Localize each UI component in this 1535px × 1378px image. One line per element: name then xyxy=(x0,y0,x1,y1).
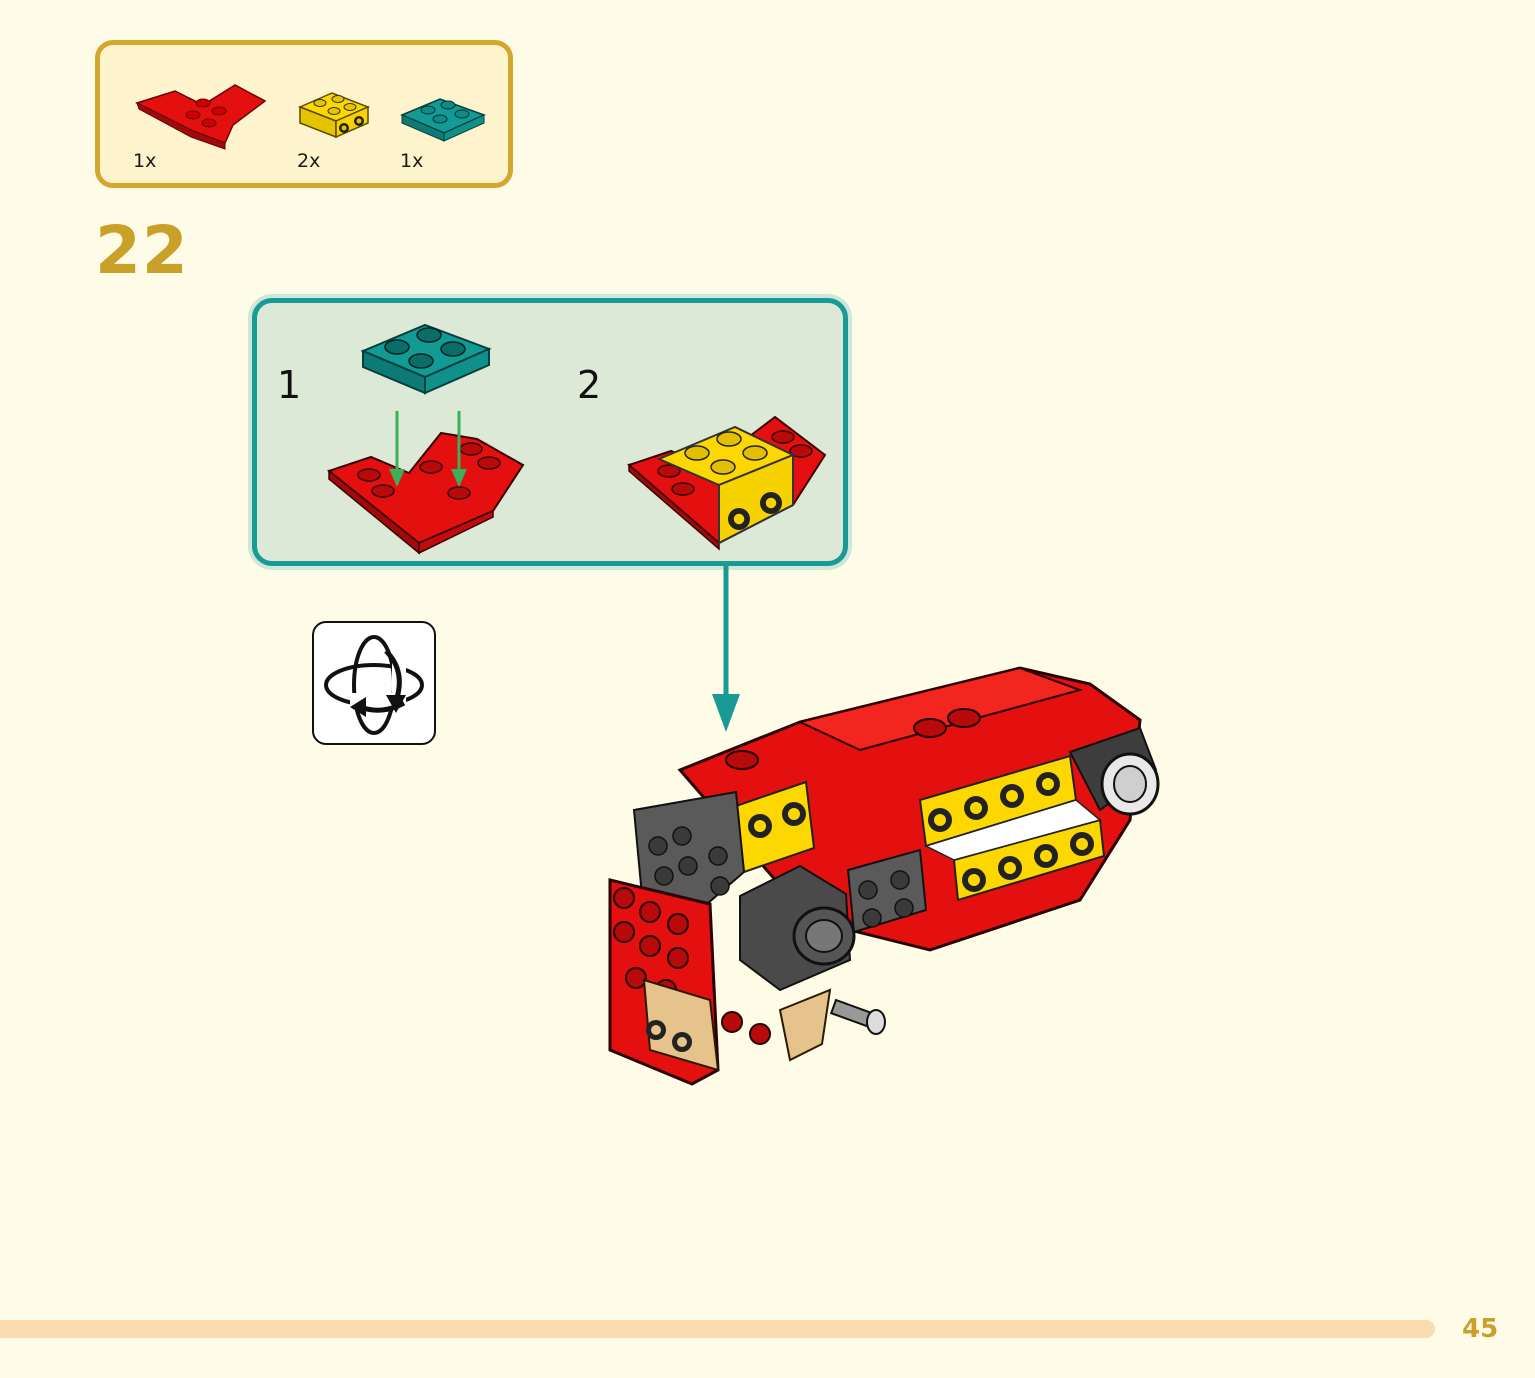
parts-list-box: 1x 2x 1x xyxy=(95,40,513,188)
callout-pointer-arrow xyxy=(712,566,740,732)
part-qty-yellow: 2x xyxy=(297,150,321,172)
step-number: 22 xyxy=(95,212,189,289)
substep-callout: 1 2 xyxy=(252,298,848,566)
substep-2-number: 2 xyxy=(577,363,602,407)
yellow-bracket-part-icon xyxy=(298,92,370,139)
page-footer-bar xyxy=(0,1320,1435,1338)
red-inverted-slope-part-icon xyxy=(135,84,267,150)
part-qty-teal: 1x xyxy=(400,150,424,172)
substep-1-illustration xyxy=(326,323,525,555)
rotate-model-icon xyxy=(324,635,424,735)
model-assembly-illustration xyxy=(608,666,1160,1086)
rotate-model-icon-box xyxy=(312,621,436,745)
page-number: 45 xyxy=(1462,1314,1499,1344)
part-qty-red: 1x xyxy=(133,150,157,172)
teal-plate-part-icon xyxy=(400,98,486,142)
substep-1-number: 1 xyxy=(277,363,302,407)
substep-2-illustration xyxy=(627,415,827,551)
